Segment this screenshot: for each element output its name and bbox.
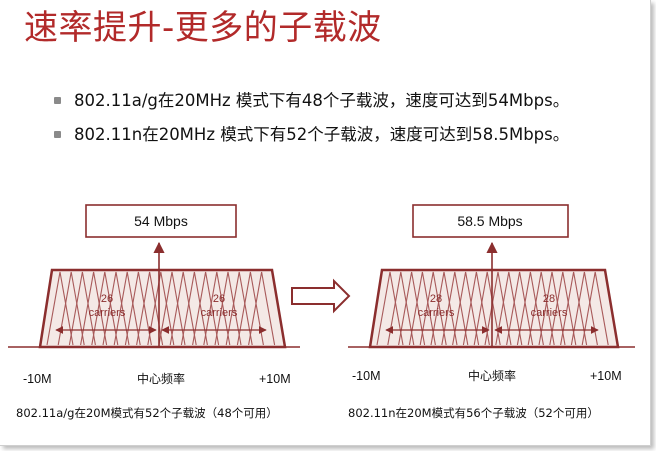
left-lower-unit: carriers (89, 307, 126, 319)
left-speed-label: 54 Mbps (134, 213, 188, 229)
right-subcarrier (387, 271, 415, 346)
left-subcarrier (180, 271, 208, 346)
bullet-text: 802.11a/g在20MHz 模式下有48个子载波，速度可达到54Mbps。 (74, 91, 570, 110)
left-subcarrier (46, 271, 74, 346)
right-subcarrier (560, 271, 588, 346)
right-subcarrier (506, 271, 534, 346)
left-subcarrier (113, 271, 141, 346)
right-subcarrier (419, 271, 447, 346)
right-subcarrier (570, 271, 598, 346)
right-speed-box (412, 204, 569, 238)
left-lower-count: 26 (101, 293, 113, 305)
left-subcarrier (102, 271, 130, 346)
left-subcarrier (91, 271, 119, 346)
left-subcarrier (124, 271, 152, 346)
right-subcarrier (527, 271, 555, 346)
right-subcarrier (581, 271, 609, 346)
left-subcarrier (169, 271, 197, 346)
right-lower-count: 28 (430, 293, 442, 305)
right-subcarrier (495, 271, 523, 346)
left-subcarrier (192, 271, 220, 346)
slide-title: 速率提升-更多的子载波 (24, 8, 382, 48)
left-speed-box (85, 204, 237, 238)
right-subcarrier (398, 271, 426, 346)
left-subcarrier (57, 271, 85, 346)
right-subcarrier (462, 271, 490, 346)
right-subcarrier (473, 271, 501, 346)
right-upper-unit: carriers (531, 307, 568, 319)
left-subcarrier (203, 271, 231, 346)
left-upper-unit: carriers (201, 307, 238, 319)
right-speed-label: 58.5 Mbps (457, 213, 522, 229)
left-subcarrier (225, 271, 253, 346)
right-subcarrier (452, 271, 480, 346)
right-subcarrier (549, 271, 577, 346)
right-upper-count: 28 (543, 293, 555, 305)
left-subcarrier (248, 271, 276, 346)
right-subcarrier (538, 271, 566, 346)
subcarrier-diagram: 54 Mbps 26 carriers 26 carriers -10M 中心频… (8, 204, 635, 386)
right-plus-label: +10M (590, 369, 622, 383)
right-spectrum-panel: 58.5 Mbps 28 carriers 28 carriers -10M 中… (348, 204, 635, 383)
left-subcarrier (147, 271, 175, 346)
bullet-list: 802.11a/g在20MHz 模式下有48个子载波，速度可达到54Mbps。 … (54, 84, 569, 152)
left-subcarrier (214, 271, 242, 346)
bullet-text: 802.11n在20MHz 模式下有52个子载波，速度可达到58.5Mbps。 (74, 125, 570, 144)
left-plus-label: +10M (259, 372, 291, 386)
left-subcarrier (236, 271, 264, 346)
left-subcarrier (158, 271, 186, 346)
left-minus-label: -10M (23, 372, 51, 386)
left-center-label: 中心频率 (137, 371, 185, 386)
right-minus-label: -10M (352, 369, 380, 383)
right-subcarrier (376, 271, 404, 346)
right-subcarrier (408, 271, 436, 346)
left-caption: 802.11a/g在20M模式有52个子载波（48个可用） (16, 406, 278, 420)
right-hollow-arrow-icon (291, 278, 351, 314)
right-subcarrier (430, 271, 458, 346)
right-lower-unit: carriers (418, 307, 455, 319)
right-subcarrier (441, 271, 469, 346)
right-subcarrier-group (376, 271, 609, 346)
left-subcarrier-group (46, 271, 276, 346)
bullet-item: 802.11a/g在20MHz 模式下有48个子载波，速度可达到54Mbps。 (54, 84, 569, 118)
bullet-item: 802.11n在20MHz 模式下有52个子载波，速度可达到58.5Mbps。 (54, 118, 569, 152)
left-subcarrier (80, 271, 108, 346)
right-center-label: 中心频率 (468, 368, 516, 383)
right-subcarrier (484, 271, 512, 346)
left-spectrum-panel: 54 Mbps 26 carriers 26 carriers -10M 中心频… (8, 204, 300, 386)
left-upper-count: 26 (213, 293, 225, 305)
right-caption: 802.11n在20M模式有56个子载波（52个可用） (348, 406, 599, 420)
bullet-dot-icon (54, 131, 61, 138)
left-subcarrier (68, 271, 96, 346)
right-subcarrier (516, 271, 544, 346)
bullet-dot-icon (54, 97, 61, 104)
